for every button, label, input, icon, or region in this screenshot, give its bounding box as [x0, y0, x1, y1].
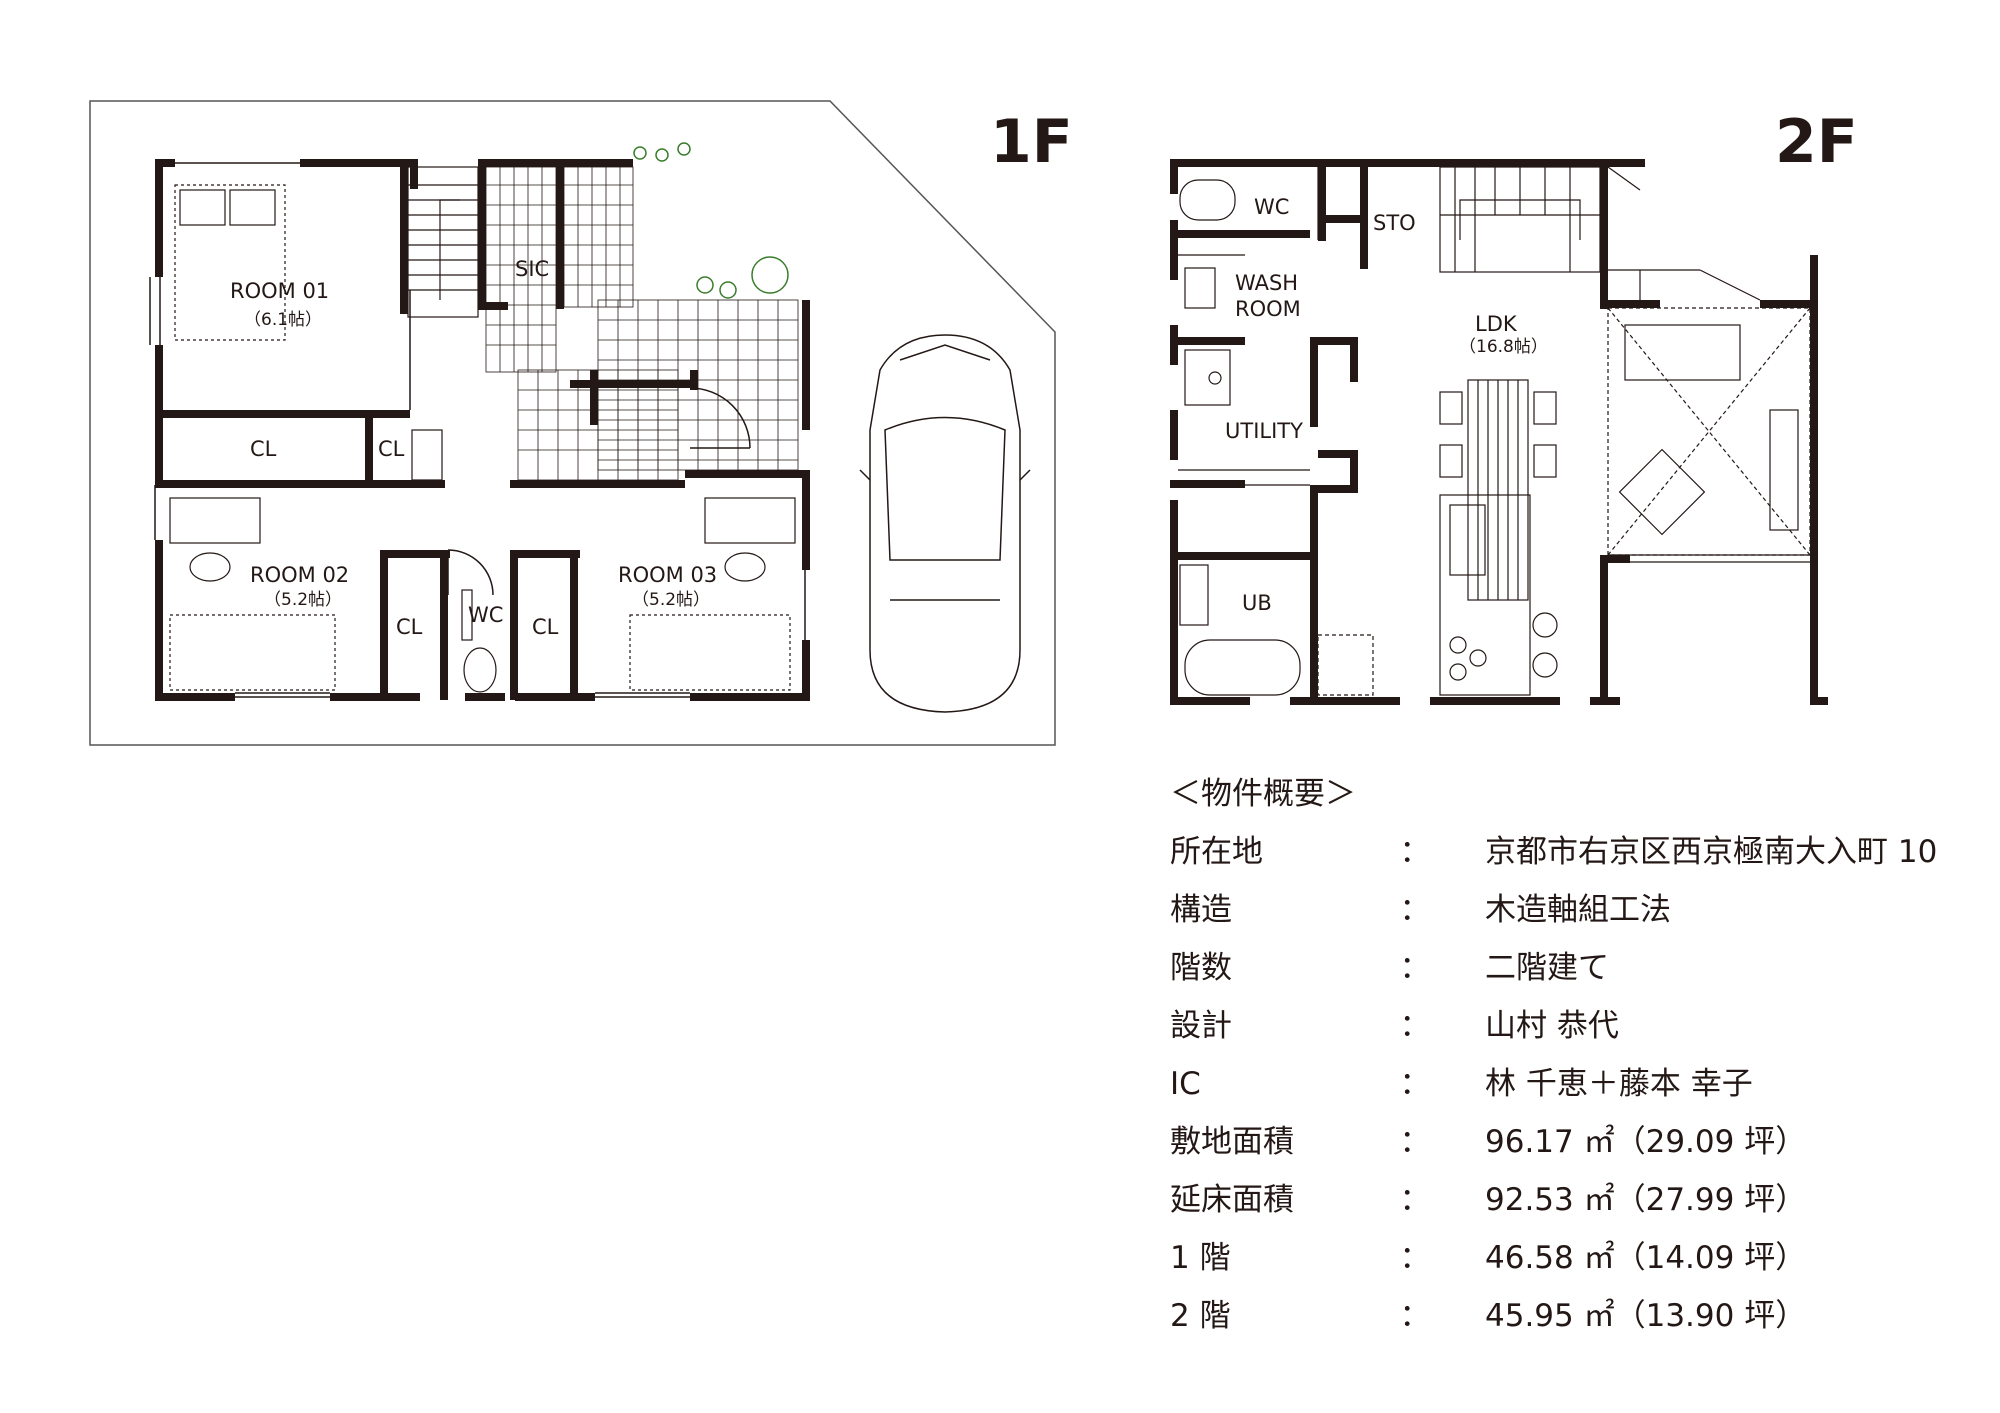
- thin-lines-1f: [149, 162, 806, 698]
- spec-value: 96.17 ㎡（29.09 坪）: [1485, 1124, 1807, 1160]
- spec-row-1f-area: 1 階 ： 46.58 ㎡（14.09 坪）: [1170, 1229, 1950, 1287]
- spec-row-design: 設計 ： 山村 恭代: [1170, 997, 1950, 1055]
- spec-value: 二階建て: [1485, 950, 1609, 986]
- room-label-sic: SIC: [515, 257, 549, 281]
- spec-row-site-area: 敷地面積 ： 96.17 ㎡（29.09 坪）: [1170, 1113, 1950, 1171]
- spec-value: 92.53 ㎡（27.99 坪）: [1485, 1182, 1807, 1218]
- property-overview: ＜物件概要＞ 所在地 ： 京都市右京区西京極南大入町 10 構造 ： 木造軸組工…: [1170, 765, 1950, 1345]
- spec-label: IC: [1170, 1066, 1201, 1102]
- spec-colon: ：: [1399, 950, 1431, 986]
- walls-2f: [1170, 159, 1828, 705]
- room-area-room02: （5.2帖）: [264, 590, 342, 610]
- spec-colon: ：: [1399, 1008, 1431, 1044]
- spec-label: 2 階: [1170, 1298, 1231, 1334]
- room-label-cl-room02: CL: [396, 615, 423, 639]
- room-area-room01: （6.1帖）: [244, 310, 322, 330]
- spec-label: 所在地: [1170, 834, 1263, 870]
- spec-colon: ：: [1399, 1182, 1431, 1218]
- furniture-1f: [169, 184, 796, 693]
- site-boundary-1f: [89, 100, 1056, 746]
- spec-colon: ：: [1399, 1066, 1431, 1102]
- spec-colon: ：: [1399, 1298, 1431, 1334]
- spec-colon: ：: [1399, 834, 1431, 870]
- room-label-cl-room01: CL: [250, 437, 277, 461]
- spec-value: 木造軸組工法: [1485, 892, 1671, 928]
- spec-label: 階数: [1170, 950, 1232, 986]
- floor-plan-1f: 1F ROOM 01 （6.1帖） CL CL SIC ROOM 02 （5.2…: [89, 100, 1073, 746]
- walls-1f: [155, 159, 810, 701]
- spec-row-location: 所在地 ： 京都市右京区西京極南大入町 10: [1170, 823, 1950, 881]
- room-label-wc-1f: WC: [468, 603, 503, 627]
- floor-title-1f: 1F: [990, 107, 1073, 177]
- spec-label: 構造: [1170, 892, 1232, 928]
- spec-row-total-floor-area: 延床面積 ： 92.53 ㎡（27.99 坪）: [1170, 1171, 1950, 1229]
- spec-colon: ：: [1399, 1124, 1431, 1160]
- floor-title-2f: 2F: [1775, 107, 1858, 177]
- spec-value: 山村 恭代: [1485, 1008, 1619, 1044]
- room-area-ldk: （16.8帖）: [1459, 337, 1548, 357]
- room-label-cl-room03: CL: [532, 615, 559, 639]
- spec-colon: ：: [1399, 892, 1431, 928]
- spec-row-2f-area: 2 階 ： 45.95 ㎡（13.90 坪）: [1170, 1287, 1950, 1345]
- spec-row-floors: 階数 ： 二階建て: [1170, 939, 1950, 997]
- room-label-room01: ROOM 01: [230, 279, 329, 303]
- room-area-room03: （5.2帖）: [632, 590, 710, 610]
- room-label-wash-room: ROOM: [1235, 297, 1301, 321]
- room-label-utility: UTILITY: [1225, 419, 1303, 443]
- spec-row-ic: IC ： 林 千恵＋藤本 幸子: [1170, 1055, 1950, 1113]
- spec-value: 林 千恵＋藤本 幸子: [1485, 1066, 1753, 1102]
- spec-label: 敷地面積: [1170, 1124, 1294, 1160]
- room-label-sto: STO: [1373, 211, 1416, 235]
- property-overview-heading: ＜物件概要＞: [1170, 776, 1356, 812]
- car-icon: [859, 334, 1031, 713]
- stairs-2f: [1439, 166, 1601, 273]
- thin-lines-2f: [1178, 165, 1811, 563]
- spec-value: 京都市右京区西京極南大入町 10: [1485, 834, 1938, 870]
- spec-label: 1 階: [1170, 1240, 1231, 1276]
- room-label-wash: WASH: [1235, 271, 1298, 295]
- plants-1f: [633, 142, 789, 299]
- room-label-ldk: LDK: [1475, 312, 1518, 336]
- spec-label: 設計: [1170, 1008, 1232, 1044]
- floor-plan-2f: 2F WC STO WASH ROOM LDK （16.8帖） UTILITY …: [1170, 107, 1858, 705]
- furniture-2f: [1179, 179, 1799, 696]
- spec-row-structure: 構造 ： 木造軸組工法: [1170, 881, 1950, 939]
- room-label-cl-hall: CL: [378, 437, 405, 461]
- tiles-1f: [485, 166, 799, 481]
- spec-value: 45.95 ㎡（13.90 坪）: [1485, 1298, 1807, 1334]
- room-label-room03: ROOM 03: [618, 563, 717, 587]
- room-label-room02: ROOM 02: [250, 563, 349, 587]
- spec-colon: ：: [1399, 1240, 1431, 1276]
- spec-label: 延床面積: [1170, 1182, 1294, 1218]
- room-label-wc-2f: WC: [1254, 195, 1289, 219]
- stairs-1f: [407, 166, 479, 318]
- room-label-ub: UB: [1242, 591, 1272, 615]
- spec-value: 46.58 ㎡（14.09 坪）: [1485, 1240, 1807, 1276]
